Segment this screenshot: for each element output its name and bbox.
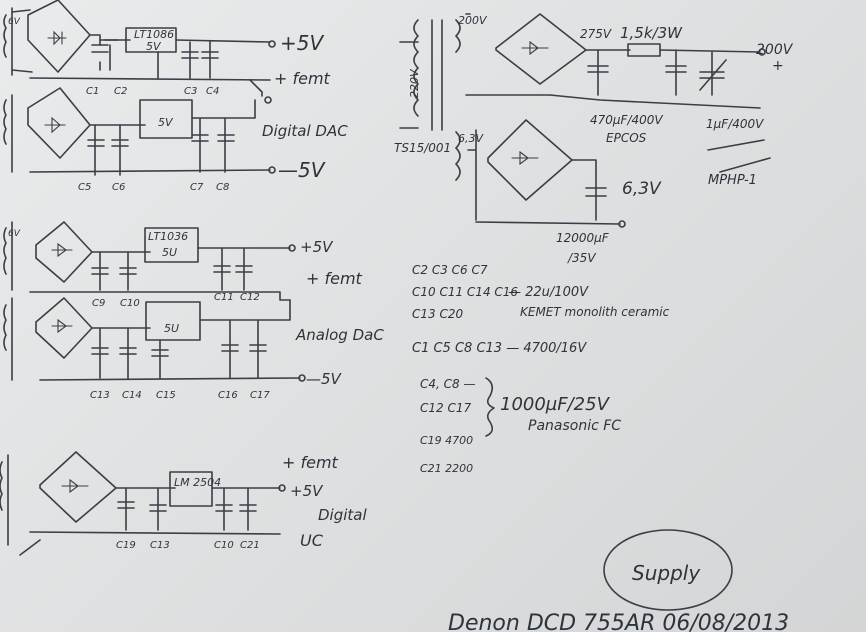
regulator-box-2a (91, 227, 199, 263)
cap-label: C4 (206, 86, 219, 97)
trafo-model: TS15/001 (394, 141, 451, 155)
regulator-voltage-2a: 5U (162, 246, 177, 259)
supply-stamp-oval (603, 529, 733, 611)
cap-small-value: 1µF/400V (706, 117, 764, 131)
cap-label: C14 (122, 390, 142, 401)
cap-label: C13 (90, 390, 110, 401)
bridge-rectifier-1a (27, 0, 91, 73)
cap-label: C10 (120, 298, 140, 309)
output-neg-1: —5V (278, 158, 326, 182)
cap-label: C11 (214, 292, 234, 303)
cap-label: C16 (218, 390, 238, 401)
output-pos-3: +5V (290, 482, 324, 500)
supply-label-3b: UC (300, 531, 324, 550)
note-line-1: C2 C3 C6 C7 (412, 263, 488, 277)
note-line-7: C19 4700 (420, 434, 473, 447)
cap-label: C7 (190, 182, 204, 193)
regulator-voltage-1a: 5V (146, 40, 162, 53)
cap-label: C21 (240, 540, 260, 551)
cap-label: C5 (78, 182, 91, 193)
trafo-label-2: 6V (8, 229, 21, 239)
bridge-rectifier-3 (39, 451, 117, 523)
cap-main-brand: EPCOS (606, 131, 647, 145)
regulator-voltage-1b: 5V (158, 116, 174, 129)
note-line-8: C21 2200 (420, 462, 473, 475)
note-value-2: — 22u/100V (508, 285, 589, 300)
hv-output-voltage: 200V (756, 42, 794, 58)
cap-label: C2 (114, 86, 127, 97)
cap-label: C6 (112, 182, 125, 193)
bridge-rectifier-1b (27, 87, 91, 159)
regulator-voltage-2b: 5U (164, 322, 179, 335)
supply-label-1: Digital DAC (262, 122, 348, 140)
output-pos-2: +5V (300, 238, 334, 256)
hv-output-plus: + (772, 58, 784, 74)
trafo-primary-label: 200V (458, 14, 488, 27)
regulator-box-1b (89, 99, 193, 139)
cap-label: C13 (150, 540, 170, 551)
supply-2 (3, 221, 306, 382)
note-bulk-brand: Panasonic FC (528, 418, 621, 434)
parts-notes (485, 377, 495, 437)
regulator-label-1a: LT1086 (134, 28, 174, 41)
regulator-box-1a (99, 27, 177, 53)
ground-label-3: + femt (282, 453, 339, 472)
regulator-label-2a: LT1036 (148, 230, 188, 243)
hv-supply (399, 13, 771, 228)
cap-small-type: MPHP-1 (708, 173, 757, 188)
cap-label: C8 (216, 182, 229, 193)
heater-cap-value: 12000µF (556, 231, 610, 245)
output-pos-1: +5V (280, 31, 324, 55)
supply-label-2: Analog DaC (295, 326, 384, 344)
bridge-rectifier-2b (35, 297, 93, 359)
cap-label: C9 (92, 298, 105, 309)
supply-label-3a: Digital (318, 506, 367, 524)
footer-title: Denon DCD 755AR 06/08/2013 (448, 611, 789, 632)
cap-label: C12 (240, 292, 260, 303)
ground-label-1: + femt (274, 69, 331, 88)
trafo-heater-label: 6,3V (458, 132, 484, 145)
ground-label-2: + femt (306, 269, 363, 288)
note-line-4: C1 C5 C8 C13 — 4700/16V (412, 341, 587, 356)
trafo-mains-label: 220V (408, 68, 421, 98)
note-line-5: C4, C8 — (420, 377, 475, 391)
note-line-6: C12 C17 (420, 401, 471, 415)
cap-label: C17 (250, 390, 270, 401)
regulator-label-3: LM 2504 (174, 476, 221, 489)
resistor-value: 1,5k/3W (620, 24, 683, 42)
regulator-box-2b (91, 301, 201, 341)
cap-label: C19 (116, 540, 136, 551)
note-line-3: C13 C20 (412, 307, 463, 321)
cap-label: C3 (184, 86, 197, 97)
supply-stamp-text: Supply (632, 561, 701, 585)
output-neg-2: —5V (306, 370, 343, 388)
supply-3 (0, 451, 286, 556)
cap-label: C1 (86, 86, 99, 97)
heater-voltage: 6,3V (622, 179, 662, 199)
cap-main-value: 470µF/400V (590, 113, 663, 127)
note-bulk-value: 1000µF/25V (500, 394, 611, 415)
supply-1 (3, 0, 276, 176)
resistor-hv (585, 43, 661, 57)
bridge-rectifier-heater (487, 119, 573, 201)
trafo-label-1: 6V (8, 17, 21, 27)
note-value-3: KEMET monolith ceramic (520, 305, 670, 319)
heater-cap-voltage: /35V (567, 251, 596, 265)
bridge-rectifier-2a (35, 221, 93, 283)
cap-label: C10 (214, 540, 234, 551)
cap-label: C15 (156, 390, 176, 401)
bridge-rectifier-hv (495, 13, 587, 85)
note-line-2: C10 C11 C14 C16 (412, 285, 518, 299)
cap-voltage-hv: 275V (580, 27, 612, 41)
